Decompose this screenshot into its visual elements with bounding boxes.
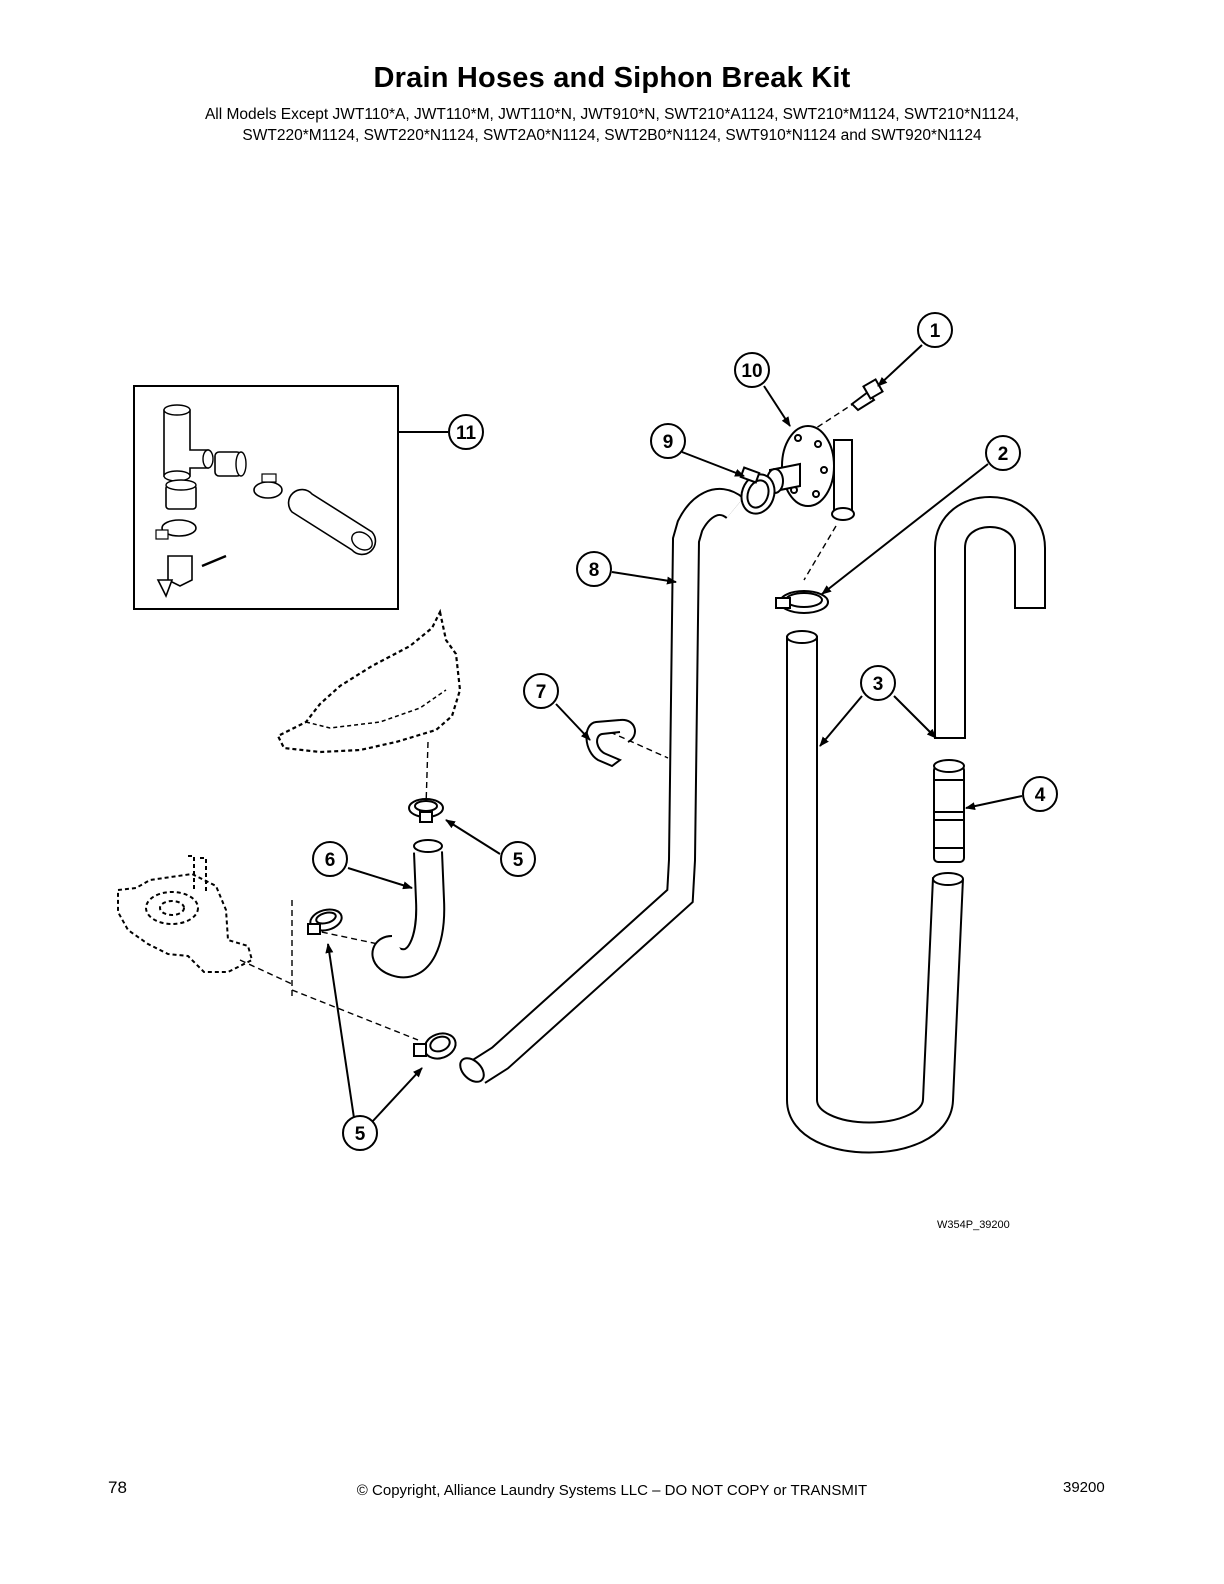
part-6-hose	[371, 839, 446, 979]
part-9-clamp	[739, 466, 776, 515]
part-8-drain-hose	[459, 488, 744, 1084]
callout-5-lower-label: 5	[355, 1124, 366, 1145]
document-number: 39200	[1063, 1479, 1105, 1496]
callout-4-label: 4	[1035, 785, 1046, 806]
callout-1: 1	[917, 312, 953, 348]
part-2-clamp	[775, 590, 829, 614]
callout-10: 10	[734, 352, 770, 388]
part-5-clamp-upper	[408, 798, 444, 823]
callout-2-label: 2	[998, 444, 1009, 465]
part-4-connector	[933, 759, 965, 863]
hose-clamps	[307, 466, 829, 1060]
callout-11-label: 11	[456, 423, 477, 444]
callout-11: 11	[448, 414, 484, 450]
subtitle-line-1: All Models Except JWT110*A, JWT110*M, JW…	[204, 106, 1020, 123]
copyright-notice: © Copyright, Alliance Laundry Systems LL…	[356, 1482, 868, 1499]
drawing-id: W354P_39200	[937, 1219, 1010, 1231]
callout-5-lower: 5	[342, 1115, 378, 1151]
callout-7-label: 7	[536, 682, 547, 703]
page-title: Drain Hoses and Siphon Break Kit	[373, 62, 851, 94]
page-subtitle: All Models Except JWT110*A, JWT110*M, JW…	[0, 104, 1224, 146]
inset-box-kit	[133, 385, 399, 610]
callouts: 1 10 11 9 2 8 7 3 4 6 5 5	[312, 312, 1058, 1151]
outer-tub-section-phantom	[276, 608, 462, 754]
part-5-clamp-left	[307, 908, 343, 935]
callout-9-label: 9	[663, 432, 674, 453]
callout-6: 6	[312, 841, 348, 877]
callout-leaders	[325, 344, 1023, 1123]
part-10-siphon-break	[766, 425, 855, 521]
callout-3-label: 3	[873, 674, 884, 695]
drain-pump-phantom	[117, 855, 254, 973]
callout-10-label: 10	[741, 361, 762, 382]
callout-1-label: 1	[930, 321, 941, 342]
subtitle-line-2: SWT220*M1124, SWT220*N1124, SWT2A0*N1124…	[242, 127, 982, 144]
page-number: 78	[108, 1478, 127, 1497]
callout-2: 2	[985, 435, 1021, 471]
callout-3: 3	[860, 665, 896, 701]
part-5-clamp-lower	[413, 1032, 457, 1060]
callout-8-label: 8	[589, 560, 600, 581]
part-7-clip	[585, 718, 636, 768]
callout-9: 9	[650, 423, 686, 459]
callout-5-upper-label: 5	[513, 850, 524, 871]
callout-7: 7	[523, 673, 559, 709]
callout-4: 4	[1022, 776, 1058, 812]
callout-5-upper: 5	[500, 841, 536, 877]
alignment-guides	[239, 401, 857, 1041]
callout-8: 8	[576, 551, 612, 587]
part-3-drain-hose	[786, 496, 1046, 1154]
callout-6-label: 6	[325, 850, 336, 871]
part-1-screw	[850, 378, 884, 412]
